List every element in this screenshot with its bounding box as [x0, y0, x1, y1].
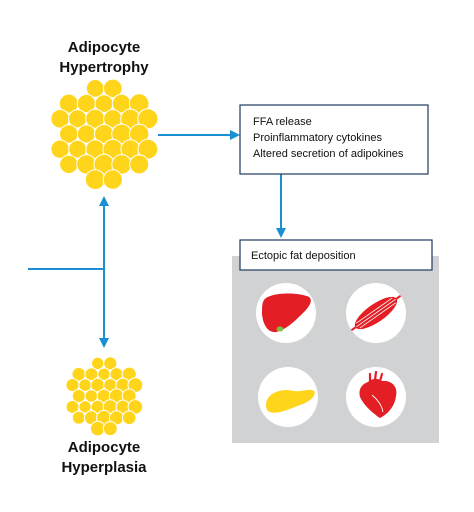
effects-box: FFA release Proinflammatory cytokines Al… [239, 104, 429, 175]
hypertrophy-title: Adipocyte Hypertrophy [59, 39, 149, 76]
hypertrophy-fat-cell-cluster [50, 78, 159, 191]
pancreas-icon [258, 367, 318, 427]
hypertrophy-title-line2: Hypertrophy [59, 59, 149, 76]
fat-cell [102, 421, 118, 437]
effects-line-ffa: FFA release [253, 116, 312, 128]
ectopic-fat-label: Ectopic fat deposition [251, 250, 356, 262]
liver-icon [256, 283, 316, 343]
hypertrophy-title-line1: Adipocyte [68, 39, 141, 56]
fat-cell [129, 154, 150, 175]
muscle-icon [346, 283, 406, 343]
fat-cell [103, 78, 123, 99]
fat-cell [121, 410, 137, 426]
ectopic-fat-panel: Ectopic fat deposition [232, 239, 439, 443]
fat-cell [103, 356, 118, 371]
fat-cell [84, 169, 106, 191]
fat-cell [102, 169, 124, 190]
hyperplasia-title: Adipocyte Hyperplasia [61, 439, 147, 476]
hyperplasia-fat-cell-cluster [65, 356, 144, 437]
heart-icon [346, 367, 406, 427]
fat-cell [59, 154, 79, 175]
fat-cell [137, 138, 159, 160]
fat-cell [71, 410, 86, 425]
hyperplasia-title-line1: Adipocyte [68, 439, 141, 456]
hyperplasia-title-line2: Hyperplasia [61, 459, 147, 476]
effects-line-adipokines: Altered secretion of adipokines [253, 148, 404, 160]
effects-line-cytokines: Proinflammatory cytokines [253, 132, 382, 144]
